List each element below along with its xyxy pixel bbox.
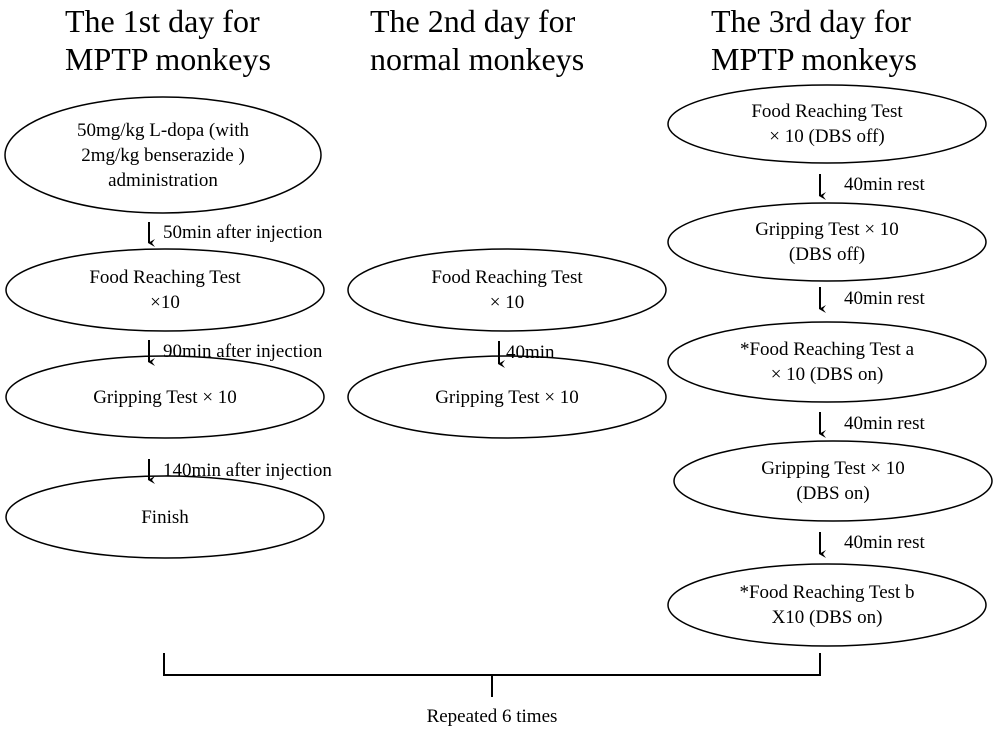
col3-node1: Food Reaching Test × 10 (DBS off) [668, 85, 986, 163]
col3-step4-label: 40min rest [844, 532, 925, 553]
col3-title-line1: The 3rd day for [711, 3, 911, 39]
col3-step2-label: 40min rest [844, 288, 925, 309]
col1-node3-text: Gripping Test × 10 [93, 386, 237, 408]
col3-title-line2: MPTP monkeys [711, 41, 917, 77]
col3-node4: Gripping Test × 10 (DBS on) [674, 441, 992, 521]
col1-title-line1: The 1st day for [65, 3, 260, 39]
col1-node2-text: Food Reaching Test ×10 [89, 267, 241, 313]
col3-node2-text: Gripping Test × 10 (DBS off) [755, 219, 899, 265]
col1-step2-label: 90min after injection [163, 341, 323, 362]
col2-title-line1: The 2nd day for [370, 3, 576, 39]
col1-node1-text: 50mg/kg L-dopa (with 2mg/kg benserazide … [76, 119, 250, 191]
col2-node2-shape [347, 355, 667, 439]
col1-step3-label: 140min after injection [163, 460, 332, 481]
col2-title: The 2nd day for normal monkeys [370, 2, 584, 78]
col3-node4-shape [673, 440, 993, 522]
col1-node1: 50mg/kg L-dopa (with 2mg/kg benserazide … [5, 97, 321, 213]
col1-node4-text: Finish [141, 506, 189, 528]
col2-node1: Food Reaching Test × 10 [348, 249, 666, 331]
col3-node5-shape [667, 563, 987, 647]
col3-node3: *Food Reaching Test a × 10 (DBS on) [668, 322, 986, 402]
col3-node2: Gripping Test × 10 (DBS off) [668, 203, 986, 281]
col1-step1-label: 50min after injection [163, 222, 323, 243]
col3-step1-label: 40min rest [844, 174, 925, 195]
repeat-label: Repeated 6 times [426, 706, 558, 727]
col3-node1-text: Food Reaching Test × 10 (DBS off) [751, 101, 903, 147]
col1-node3: Gripping Test × 10 [6, 356, 324, 438]
col1-node2-shape [5, 248, 325, 332]
col2-node1-text: Food Reaching Test × 10 [431, 267, 583, 313]
col3-step3-label: 40min rest [844, 413, 925, 434]
repeat-bracket [163, 653, 821, 676]
col1-node2: Food Reaching Test ×10 [6, 249, 324, 331]
col3-title: The 3rd day for MPTP monkeys [711, 2, 917, 78]
col2-title-line2: normal monkeys [370, 41, 585, 77]
col3-node5: *Food Reaching Test b X10 (DBS on) [668, 564, 986, 646]
col1-node3-shape [5, 355, 325, 439]
col3-node2-shape [667, 202, 987, 282]
col1-node4: Finish [6, 476, 324, 558]
col1-title-line2: MPTP monkeys [65, 41, 271, 77]
col1-title: The 1st day for MPTP monkeys [65, 2, 271, 78]
col2-step1-label: 40min [506, 342, 555, 363]
col3-node5-text: *Food Reaching Test b X10 (DBS on) [739, 582, 915, 628]
col3-node3-shape [667, 321, 987, 403]
col2-node2: Gripping Test × 10 [348, 356, 666, 438]
col3-node3-text: *Food Reaching Test a × 10 (DBS on) [739, 339, 915, 385]
col1-node1-shape [4, 96, 322, 214]
col3-node1-shape [667, 84, 987, 164]
col3-node4-text: Gripping Test × 10 (DBS on) [761, 458, 905, 504]
col1-node4-shape [5, 475, 325, 559]
col2-node1-shape [347, 248, 667, 332]
col2-node2-text: Gripping Test × 10 [435, 386, 579, 408]
